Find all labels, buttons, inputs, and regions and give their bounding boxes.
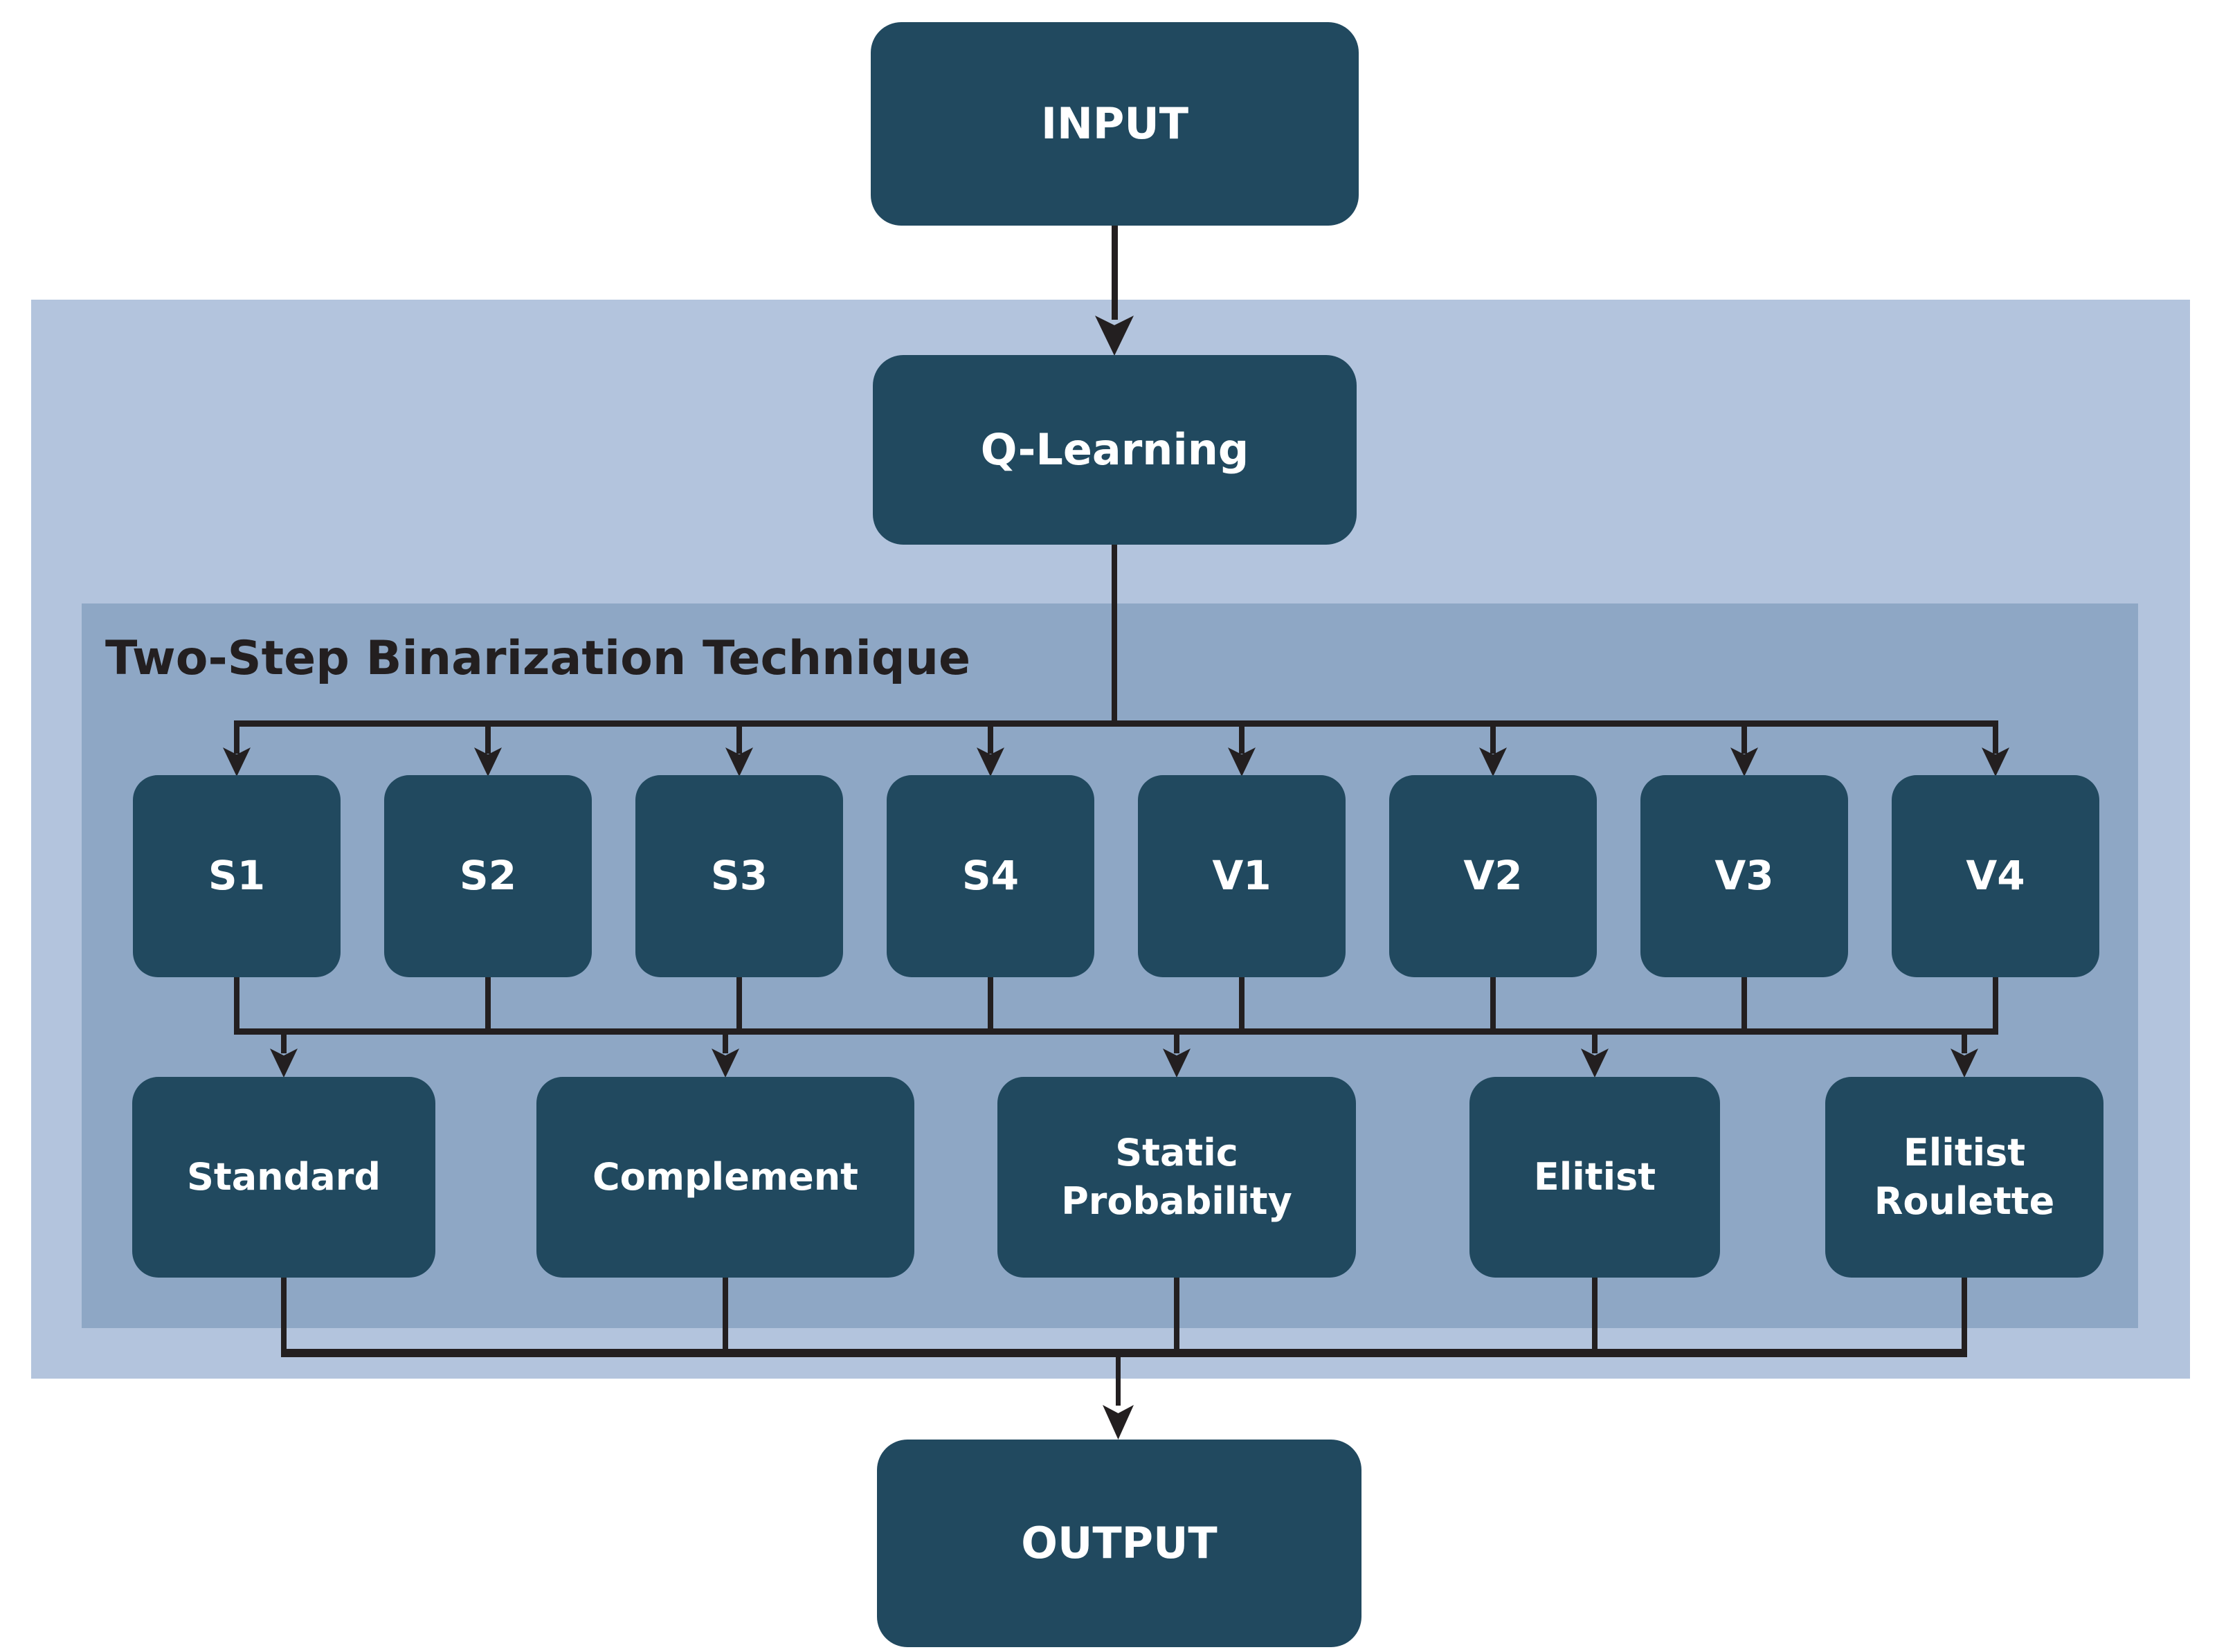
connector-drop-v1 (1239, 723, 1245, 754)
node-input: INPUT (871, 22, 1359, 226)
node-elitist-roulette: Elitist Roulette (1825, 1077, 2103, 1278)
arrowhead-merge-to-output (1103, 1405, 1134, 1440)
node-v2: V2 (1389, 775, 1597, 977)
connector-drop-v2 (1490, 723, 1496, 754)
node-v3: V3 (1640, 775, 1848, 977)
connector-drop-s2 (485, 723, 491, 754)
node-qlearning: Q-Learning (873, 355, 1357, 545)
connector-drop-complement (723, 1031, 728, 1053)
connector-s1-down (234, 977, 239, 1033)
connector-drop-s4 (988, 723, 993, 754)
connector-input-stem (1112, 226, 1118, 320)
node-complement: Complement (536, 1077, 914, 1278)
node-static-probability: Static Probability (997, 1077, 1356, 1278)
node-s3: S3 (635, 775, 843, 977)
node-s4: S4 (887, 775, 1094, 977)
connector-drop-static-probability (1174, 1031, 1179, 1053)
connector-drop-v3 (1741, 723, 1747, 754)
connector-s2-down (485, 977, 491, 1033)
node-s1: S1 (133, 775, 341, 977)
connector-v3-down (1741, 977, 1747, 1033)
connector-drop-s1 (234, 723, 239, 754)
connector-elitist-roulette-down (1962, 1278, 1967, 1352)
connector-drop-v4 (1993, 723, 1998, 754)
connector-output-stem (1116, 1357, 1121, 1406)
connector-static-probability-down (1174, 1278, 1179, 1352)
connector-elitist-down (1592, 1278, 1598, 1352)
connector-qlearning-stem (1112, 544, 1117, 726)
connector-merge-line (281, 1349, 1967, 1357)
connector-mid-branch-line (234, 1028, 1998, 1035)
node-v1: V1 (1138, 775, 1346, 977)
node-v4: V4 (1892, 775, 2099, 977)
connector-complement-down (723, 1278, 728, 1352)
connector-v4-down (1993, 977, 1998, 1033)
node-s2: S2 (384, 775, 592, 977)
connector-drop-s3 (736, 723, 742, 754)
connector-v1-down (1239, 977, 1245, 1033)
connector-s4-down (988, 977, 993, 1033)
binarization-group-title: Two-Step Binarization Technique (105, 631, 971, 686)
node-standard: Standard (132, 1077, 435, 1278)
node-output: OUTPUT (877, 1440, 1361, 1647)
connector-standard-down (281, 1278, 287, 1352)
connector-drop-elitist-roulette (1962, 1031, 1967, 1053)
connector-v2-down (1490, 977, 1496, 1033)
connector-drop-standard (281, 1031, 287, 1053)
connector-top-branch-line (234, 720, 1998, 727)
node-elitist: Elitist (1469, 1077, 1720, 1278)
connector-drop-elitist (1592, 1031, 1598, 1053)
connector-s3-down (736, 977, 742, 1033)
